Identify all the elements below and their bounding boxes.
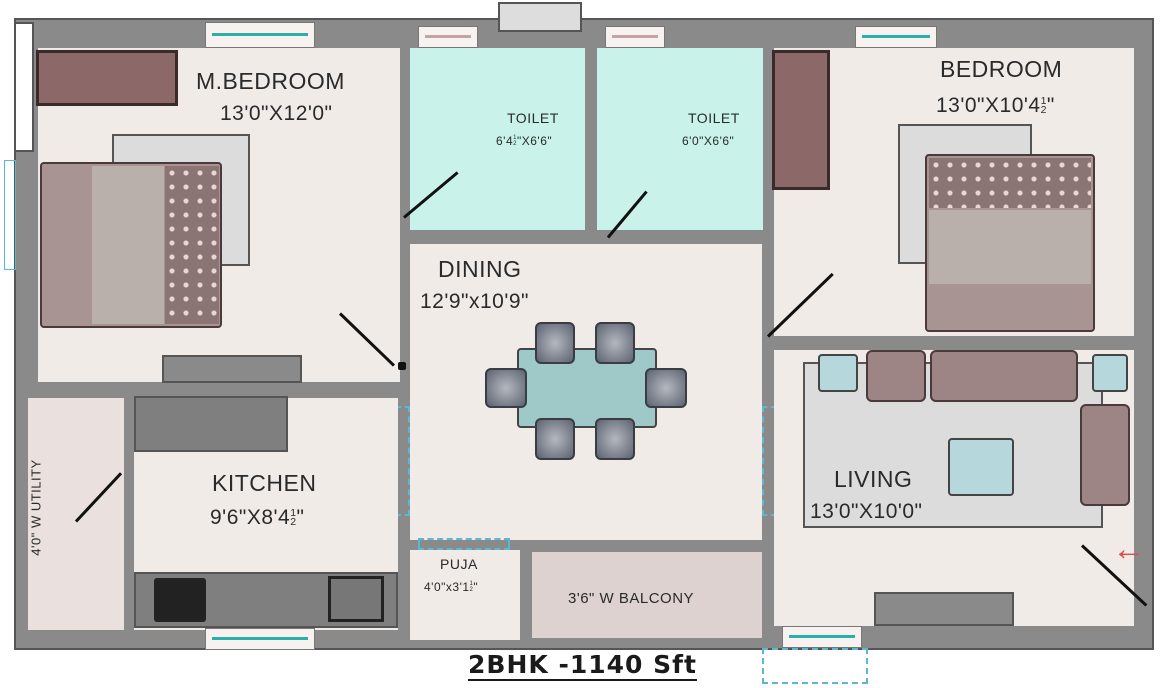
opening-puja	[418, 538, 510, 550]
window-living-bottom	[782, 626, 862, 648]
dim-main: 6'4	[496, 134, 514, 148]
bed-quilt-mbed	[165, 166, 219, 324]
kitchen-label: KITCHEN	[212, 470, 317, 496]
sofa-single	[866, 350, 926, 402]
wardrobe-mbed	[36, 50, 178, 106]
shaft-vent	[498, 2, 582, 32]
window-toilet-2	[605, 26, 665, 48]
dining-dimension: 12'9"x10'9"	[420, 290, 530, 313]
dim-rest: "X6'6"	[516, 134, 553, 148]
living-dimension: 13'0"X10'0"	[810, 500, 923, 523]
coffee-table	[948, 438, 1014, 496]
side-table-right	[1092, 354, 1128, 392]
window-mbed-top	[205, 22, 315, 48]
window-toilet-1	[418, 26, 478, 48]
tv-unit-living	[874, 592, 1014, 626]
toilet-2-floor	[597, 48, 763, 230]
dining-chair	[595, 322, 635, 364]
window-mbed-left	[4, 160, 16, 270]
dim-rest: "	[473, 580, 479, 594]
bed-quilt-bedroom	[929, 158, 1091, 208]
door-hinge	[398, 362, 406, 370]
bed-sheet-mbed	[92, 166, 164, 324]
window-bedroom-top	[855, 26, 937, 48]
balcony-label: 3'6" W BALCONY	[568, 590, 695, 607]
projection-living	[762, 648, 868, 684]
dim-rest: "	[296, 506, 305, 529]
frac-bottom: 2	[469, 586, 474, 593]
utility-label: 4'0" W UTILITY	[28, 459, 44, 556]
entrance-arrow-icon: ←	[1112, 530, 1146, 568]
frac-bottom: 2	[513, 140, 517, 147]
dining-label: DINING	[438, 256, 522, 282]
dining-chair	[535, 322, 575, 364]
kitchen-counter-top	[134, 396, 288, 452]
balcony-floor	[532, 552, 762, 638]
frac-top: 1	[513, 135, 517, 142]
frac-bottom: 2	[1040, 104, 1047, 117]
plan-title: 2BHK -1140 Sft	[468, 650, 697, 681]
toilet-2-label: TOILET	[688, 110, 740, 126]
dining-chair	[535, 418, 575, 460]
sofa-two-seater	[1080, 404, 1130, 506]
puja-label: PUJA	[440, 556, 478, 572]
frac-bottom: 2	[290, 516, 297, 529]
dining-chair	[595, 418, 635, 460]
bedroom-label: BEDROOM	[940, 56, 1063, 82]
sofa-three-seater	[930, 350, 1078, 402]
dining-chair	[645, 368, 687, 408]
wall-niche	[14, 22, 34, 152]
sink-icon	[328, 576, 384, 622]
frac-top: 1	[290, 507, 297, 519]
master-bedroom-label: M.BEDROOM	[196, 68, 345, 94]
dim-main: 9'6"X8'4	[210, 506, 291, 529]
frac-top: 1	[469, 581, 474, 588]
dim-rest: "	[1046, 94, 1055, 117]
dim-main: 13'0"X10'4	[936, 94, 1041, 117]
puja-floor	[410, 550, 520, 640]
master-bedroom-dimension: 13'0"X12'0"	[220, 102, 333, 125]
side-table-left	[818, 354, 858, 392]
wardrobe-bedroom	[772, 50, 830, 190]
window-kitchen-bottom	[205, 628, 315, 650]
living-label: LIVING	[834, 466, 913, 492]
frac-top: 1	[1040, 95, 1047, 107]
toilet-1-label: TOILET	[507, 110, 559, 126]
dim-main: 4'0"x3'1	[424, 580, 470, 594]
utility-floor	[28, 398, 124, 630]
opening-dining-left	[396, 406, 410, 516]
bed-sheet-bedroom	[929, 210, 1091, 284]
dining-chair	[485, 368, 527, 408]
toilet-2-dimension: 6'0"X6'6"	[682, 134, 735, 148]
toilet-1-floor	[410, 48, 585, 230]
stove-icon	[154, 578, 206, 622]
ac-unit-mbed	[162, 355, 302, 383]
